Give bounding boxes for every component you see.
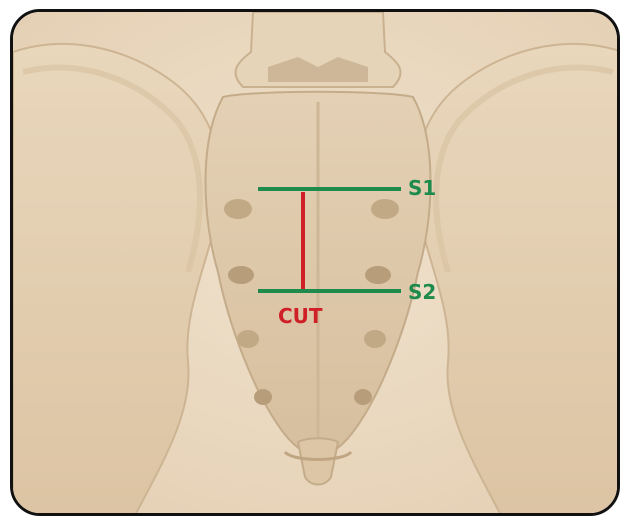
foramen-left-4	[254, 389, 272, 405]
s1-label: S1	[408, 178, 436, 198]
diagram-frame: S1 S2 CUT	[10, 9, 620, 516]
foramen-left-2	[228, 266, 254, 284]
foramen-right-4	[354, 389, 372, 405]
foramen-right-2	[365, 266, 391, 284]
foramen-right-1	[371, 199, 399, 219]
foramen-left-3	[237, 330, 259, 348]
pelvis-illustration	[13, 12, 617, 513]
foramen-left-1	[224, 199, 252, 219]
cut-label: CUT	[278, 306, 323, 326]
s2-label: S2	[408, 282, 436, 302]
foramen-right-3	[364, 330, 386, 348]
